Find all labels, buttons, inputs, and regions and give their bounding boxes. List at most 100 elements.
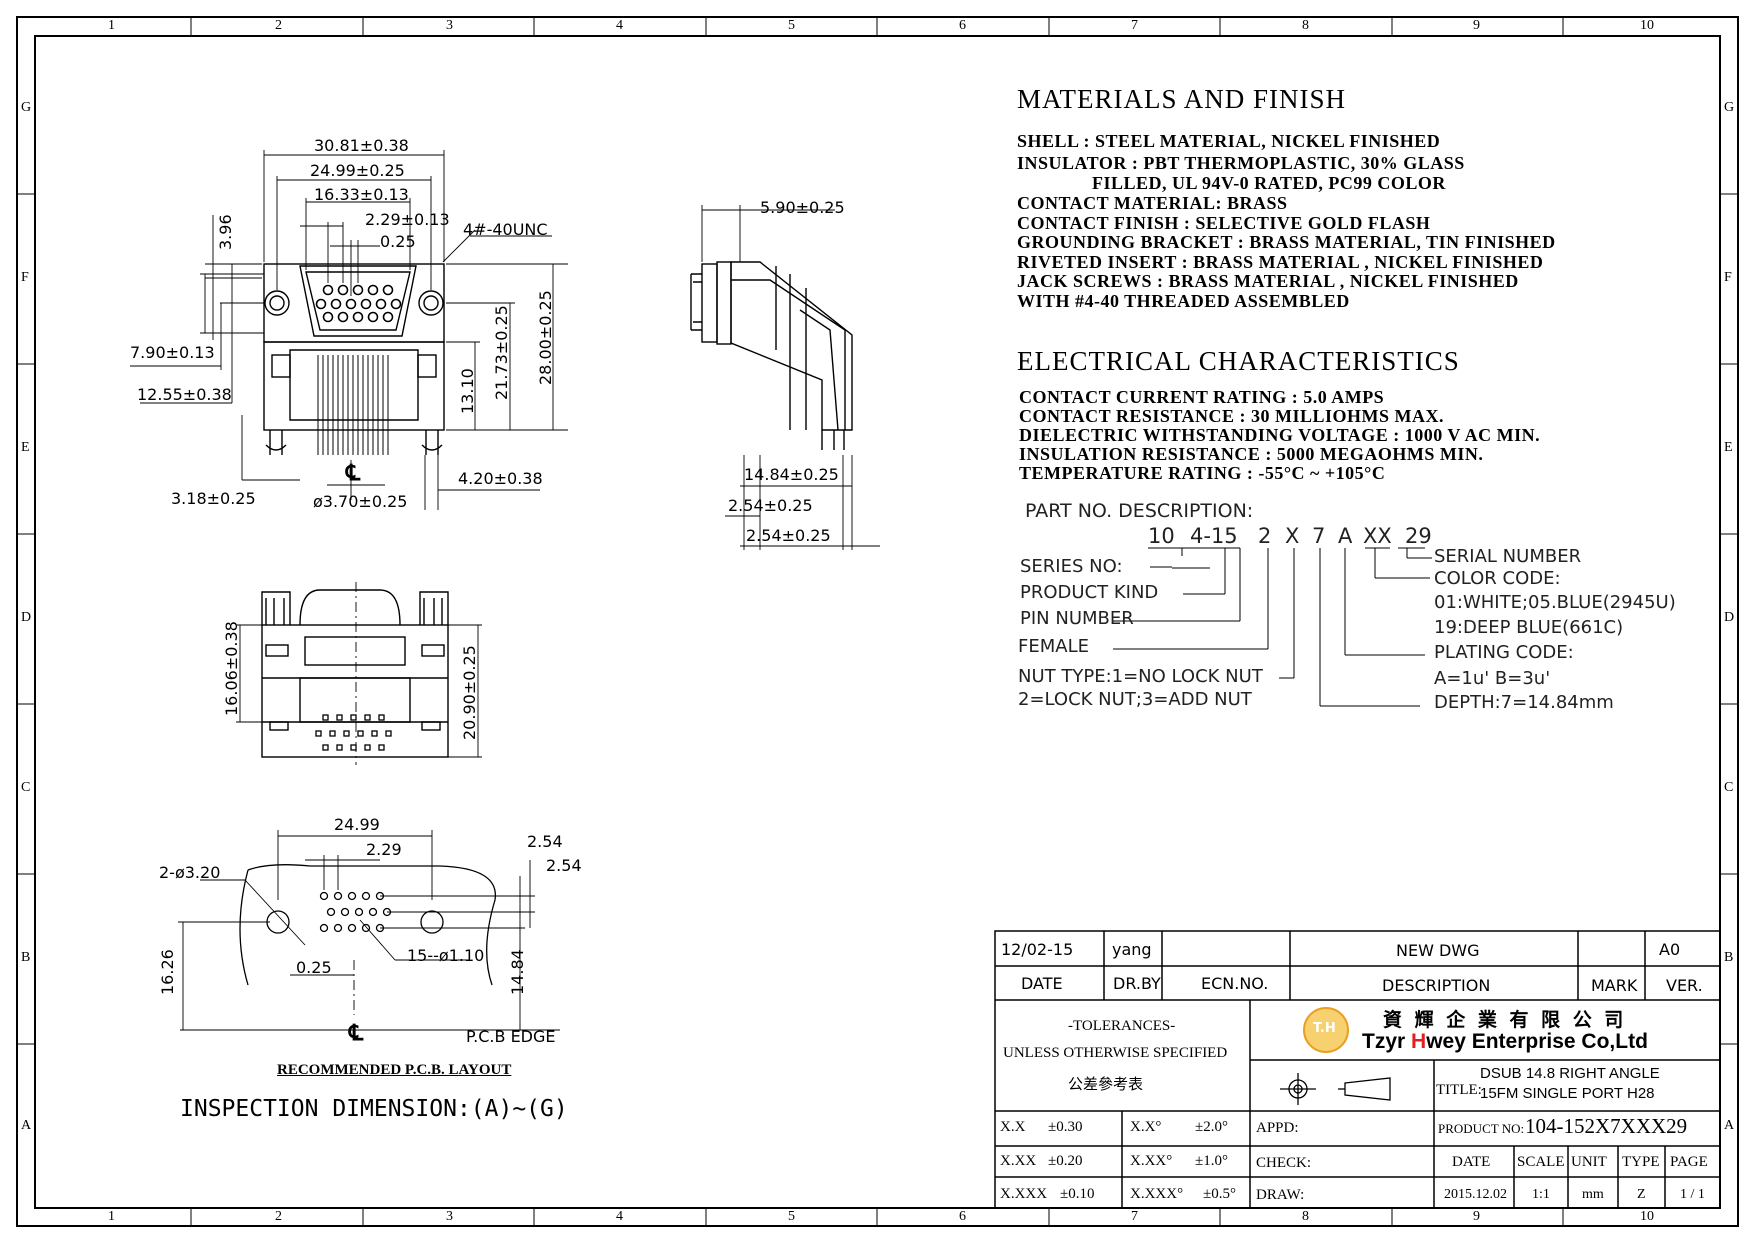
hdr-description: DESCRIPTION [1382,976,1491,995]
side-view [690,261,853,450]
label-depth: DEPTH:7=14.84mm [1434,692,1614,713]
product-no-label: PRODUCT NO: [1438,1121,1525,1136]
dim-offset: 0.25 [380,232,416,251]
rev-version: A0 [1659,940,1681,959]
part-code-29: 29 [1405,524,1432,548]
company-english: Tzyr Hwey Enterprise Co,Ltd [1362,1030,1648,1054]
dim-pcb-depth-b: 14.84 [508,949,527,995]
label-serial: SERIAL NUMBER [1434,546,1582,567]
val-unit: mm [1582,1187,1604,1202]
zone-row-b: B [21,950,31,965]
materials-line: SHELL : STEEL MATERIAL, NICKEL FINISHED [1017,131,1441,151]
materials-line: RIVETED INSERT : BRASS MATERIAL , NICKEL… [1017,252,1544,272]
bottom-view [261,589,449,758]
label-color-2: 19:DEEP BLUE(661C) [1434,617,1624,638]
zone-row-f-right: F [1724,270,1732,285]
dim-screw-width: 24.99±0.25 [310,161,405,180]
tol-row1-b: ±0.30 [1048,1119,1083,1135]
col-page: PAGE [1670,1154,1708,1170]
zone-row-c: C [21,780,31,795]
title-line-1: DSUB 14.8 RIGHT ANGLE [1480,1065,1660,1082]
dim-mount-holes: 2-ø3.20 [159,863,221,882]
label-plating-values: A=1u' B=3u' [1434,668,1551,689]
zone-row-e: E [21,440,30,455]
dim-top-height: 3.96 [216,214,235,250]
zone-col-6: 6 [959,18,966,33]
label-female: FEMALE [1018,636,1089,657]
part-code-7: 7 [1312,524,1326,548]
tol-row3-a: X.XXX [1000,1186,1048,1202]
materials-line: CONTACT FINISH : SELECTIVE GOLD FLASH [1017,213,1431,233]
dim-pin-length: 3.18±0.25 [171,489,256,508]
logo-text: T.H [1313,1021,1336,1036]
val-type: Z [1637,1187,1646,1202]
materials-line: WITH #4-40 THREADED ASSEMBLED [1017,291,1350,311]
company-en-h: H [1411,1030,1427,1053]
col-type: TYPE [1622,1154,1660,1170]
tol-row1-d: ±2.0° [1195,1119,1228,1135]
zone-ticks [17,17,1738,1226]
col-date: DATE [1452,1154,1491,1170]
hdr-mark: MARK [1591,976,1638,995]
materials-line: GROUNDING BRACKET : BRASS MATERIAL, TIN … [1017,232,1556,252]
pcb-dims [178,830,560,1031]
zone-row-a-right: A [1724,1118,1735,1133]
dim-pcb-offset: 0.25 [296,958,332,977]
col-unit: UNIT [1571,1154,1607,1170]
tol-row1-c: X.X° [1130,1119,1162,1135]
zone-row-d-right: D [1724,610,1735,625]
label-series: SERIES NO: [1020,556,1123,577]
dim-bottom-height-a: 16.06±0.38 [222,621,241,716]
electrical-line: INSULATION RESISTANCE : 5000 MEGAOHMS MI… [1019,444,1484,464]
dim-overall-height: 28.00±0.25 [536,290,555,385]
zone-col-2-bottom: 2 [275,1209,282,1224]
zone-col-10-bottom: 10 [1640,1209,1654,1224]
front-view [263,263,445,455]
col-scale: SCALE [1517,1154,1565,1170]
rev-date: 12/02-15 [1001,940,1074,959]
materials-line: JACK SCREWS : BRASS MATERIAL , NICKEL FI… [1017,271,1519,291]
zone-col-7: 7 [1131,18,1138,33]
zone-col-7-bottom: 7 [1131,1209,1138,1224]
company-logo [1303,1007,1349,1053]
pcb-edge-label: P.C.B EDGE [466,1027,556,1046]
dim-thread: 4#-40UNC [463,220,548,239]
electrical-line: CONTACT RESISTANCE : 30 MILLIOHMS MAX. [1019,406,1445,426]
materials-line: INSULATOR : PBT THERMOPLASTIC, 30% GLASS [1017,153,1465,173]
part-code-10: 10 [1148,524,1175,548]
appd-label: APPD: [1256,1120,1299,1136]
centerline-symbol: ℄ [346,460,361,485]
zone-row-b-right: B [1724,950,1734,965]
company-en-part: Tzyr [1362,1030,1412,1053]
zone-col-2: 2 [275,18,282,33]
bottom-dims [236,582,482,765]
title-line-2: 15FM SINGLE PORT H28 [1480,1085,1655,1102]
company-chinese: 資 輝 企 業 有 限 公 司 [1383,1009,1627,1031]
zone-row-f: F [21,270,29,285]
tol-row3-b: ±0.10 [1060,1186,1095,1202]
rev-by: yang [1112,940,1152,959]
dim-boss-offset: 4.20±0.38 [458,469,543,488]
part-code-x: X [1285,524,1300,548]
dim-pin-holes: 15--ø1.10 [407,946,485,965]
check-label: CHECK: [1256,1155,1312,1171]
dim-depth: 14.84±0.25 [744,465,839,484]
tolerances-title: -TOLERANCES- [1068,1018,1176,1034]
tol-row1-a: X.X [1000,1119,1026,1135]
dim-shell-width: 16.33±0.13 [314,185,409,204]
part-code-a: A [1338,524,1353,548]
dim-pcb-depth-a: 16.26 [158,949,177,995]
dim-pcb-width: 24.99 [334,815,380,834]
materials-line: CONTACT MATERIAL: BRASS [1017,193,1288,213]
label-pin-number: PIN NUMBER [1020,608,1134,629]
dim-flange-height: 12.55±0.38 [137,385,232,404]
dim-shell-height: 7.90±0.13 [130,343,215,362]
hdr-drby: DR.BY [1113,974,1161,993]
zone-col-5: 5 [788,18,795,33]
dim-pitch: 2.29±0.13 [365,210,450,229]
zone-row-g-right: G [1724,100,1735,115]
zone-col-5-bottom: 5 [788,1209,795,1224]
zone-row-d: D [21,610,32,625]
tol-row2-c: X.XX° [1130,1153,1173,1169]
